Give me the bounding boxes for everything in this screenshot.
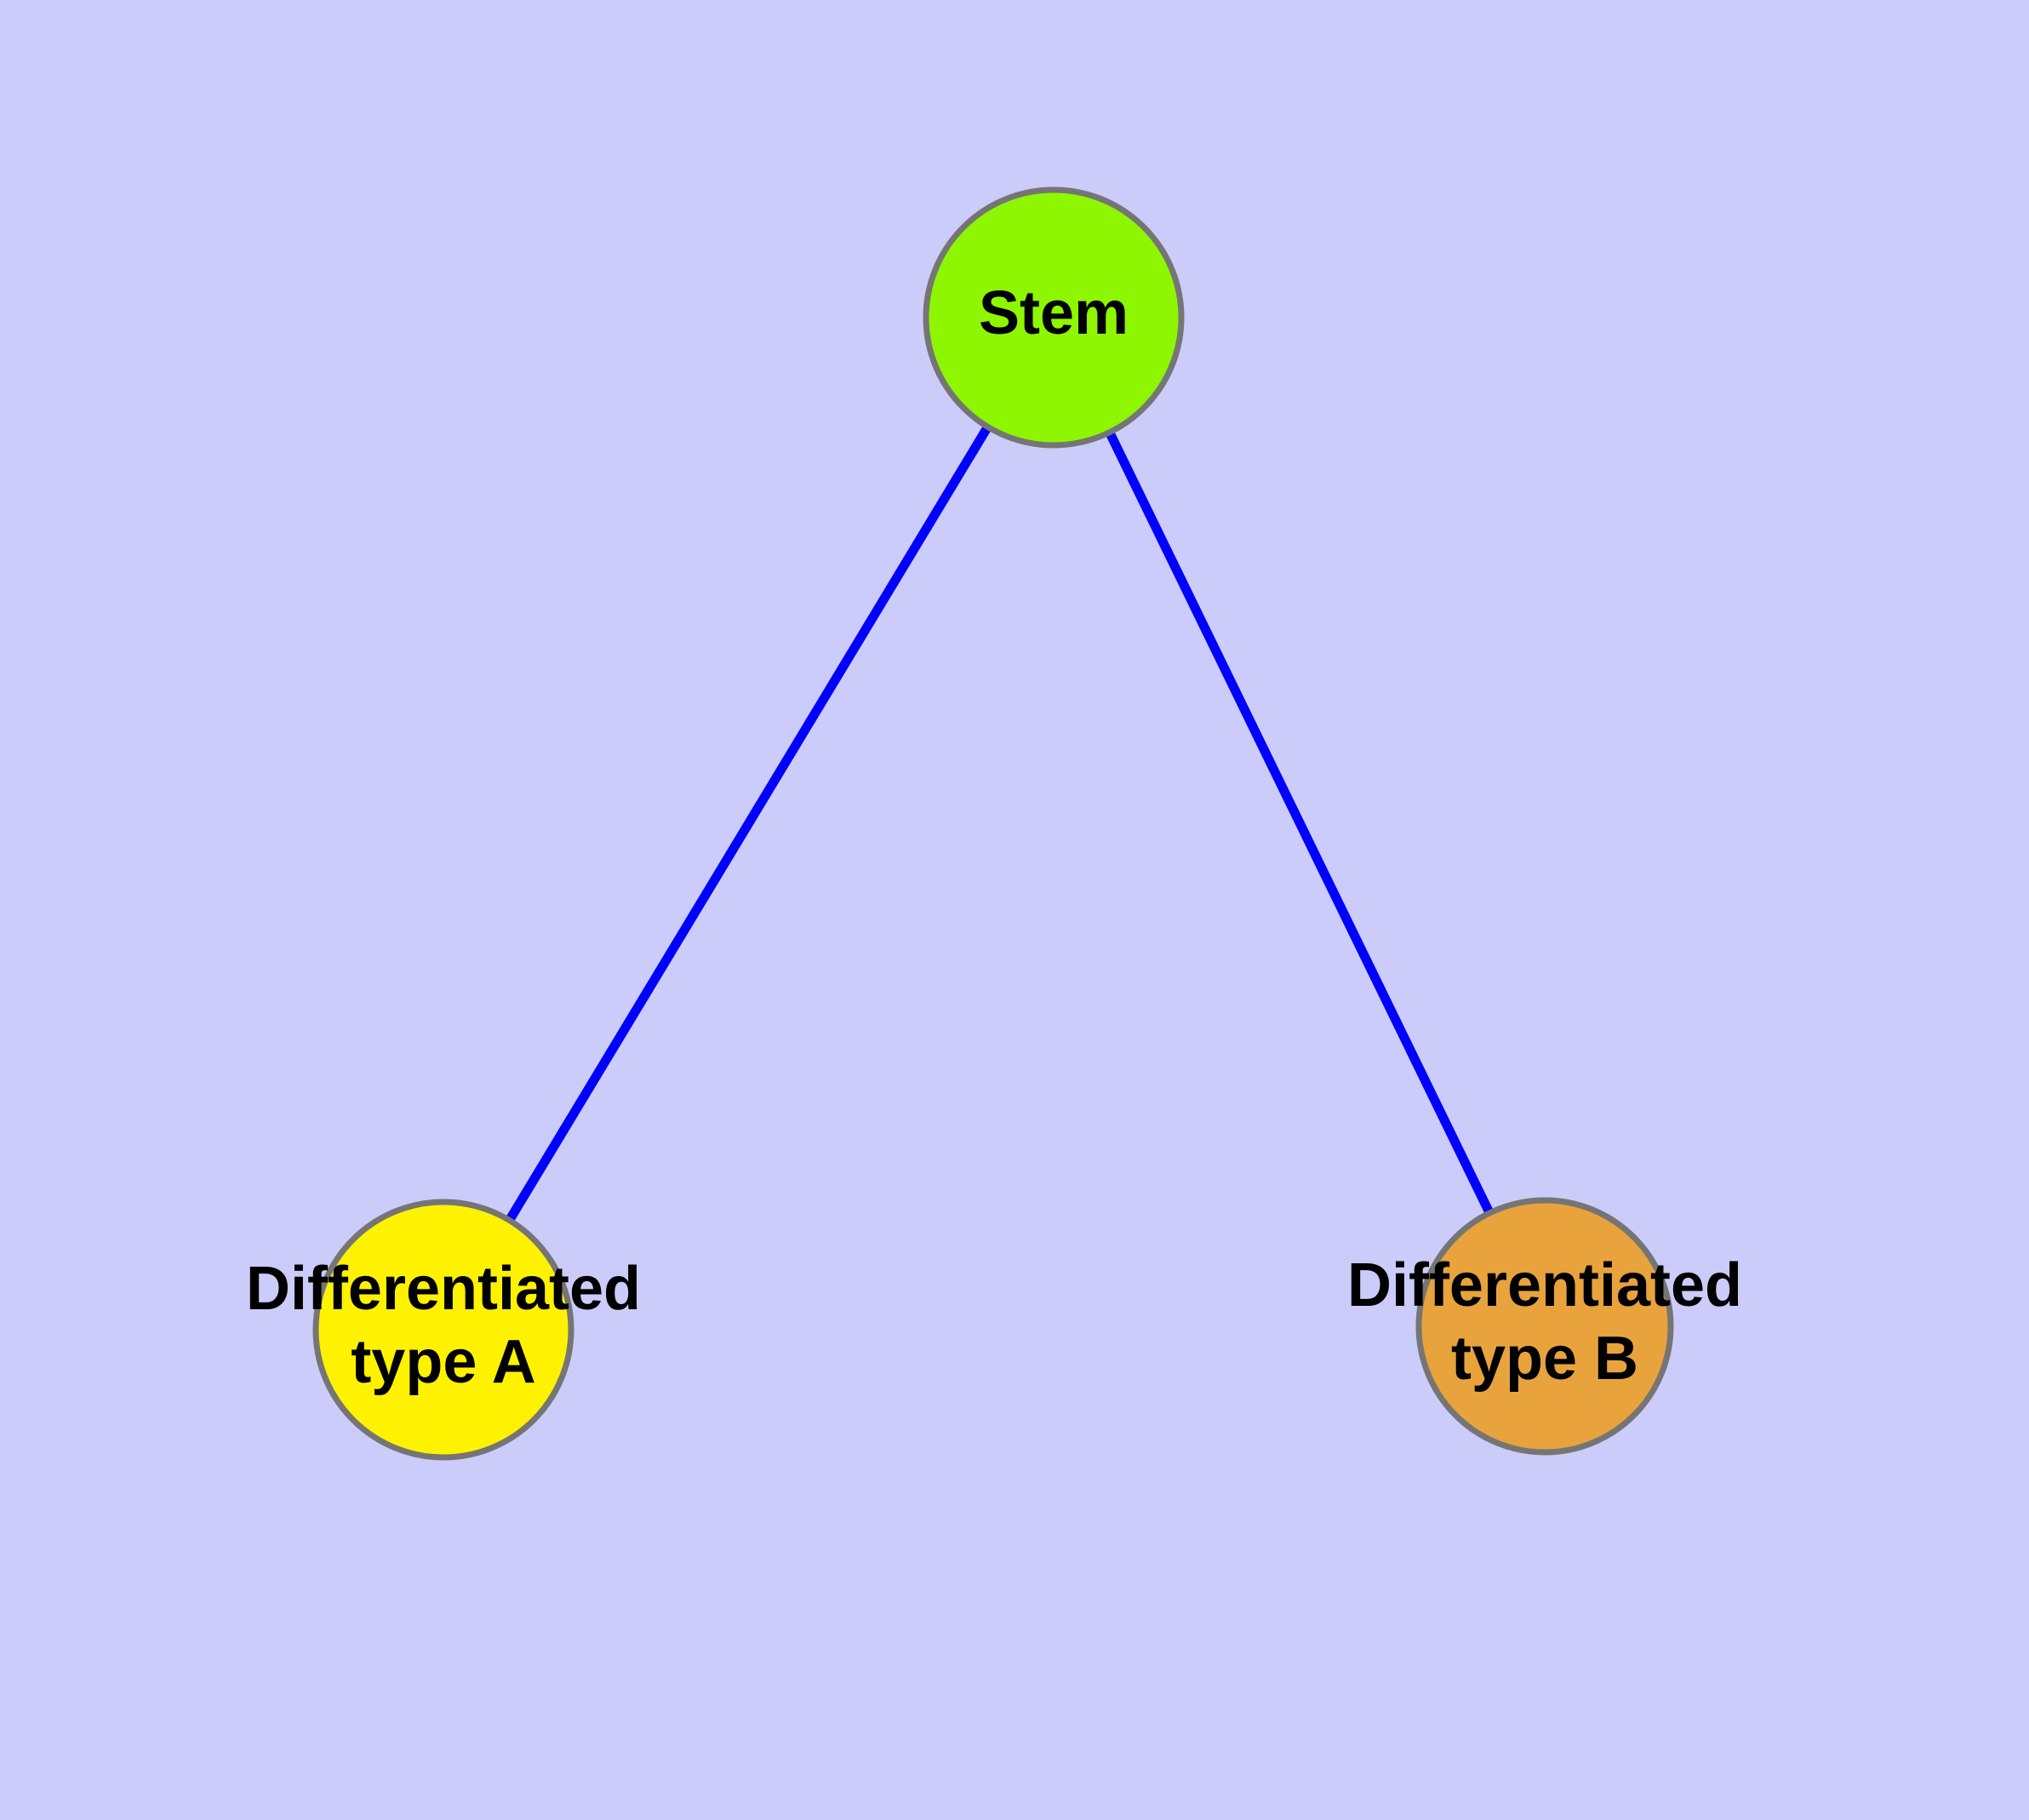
edge-stem-diff_b[interactable] bbox=[1106, 432, 1494, 1214]
edges-layer bbox=[506, 426, 1494, 1222]
node-label-stem: Stem bbox=[979, 279, 1129, 347]
node-diff_a[interactable] bbox=[312, 1199, 574, 1461]
node-diff_b[interactable] bbox=[1415, 1197, 1674, 1456]
node-label-line: Stem bbox=[979, 279, 1129, 347]
node-label-line: Differentiated bbox=[246, 1255, 641, 1323]
edge-stem-diff_a[interactable] bbox=[506, 426, 992, 1222]
node-label-line: type B bbox=[1451, 1325, 1638, 1393]
node-stem[interactable] bbox=[923, 186, 1185, 449]
node-label-line: Differentiated bbox=[1347, 1251, 1742, 1319]
node-label-line: type A bbox=[351, 1328, 535, 1396]
nodes-layer bbox=[312, 186, 1674, 1461]
